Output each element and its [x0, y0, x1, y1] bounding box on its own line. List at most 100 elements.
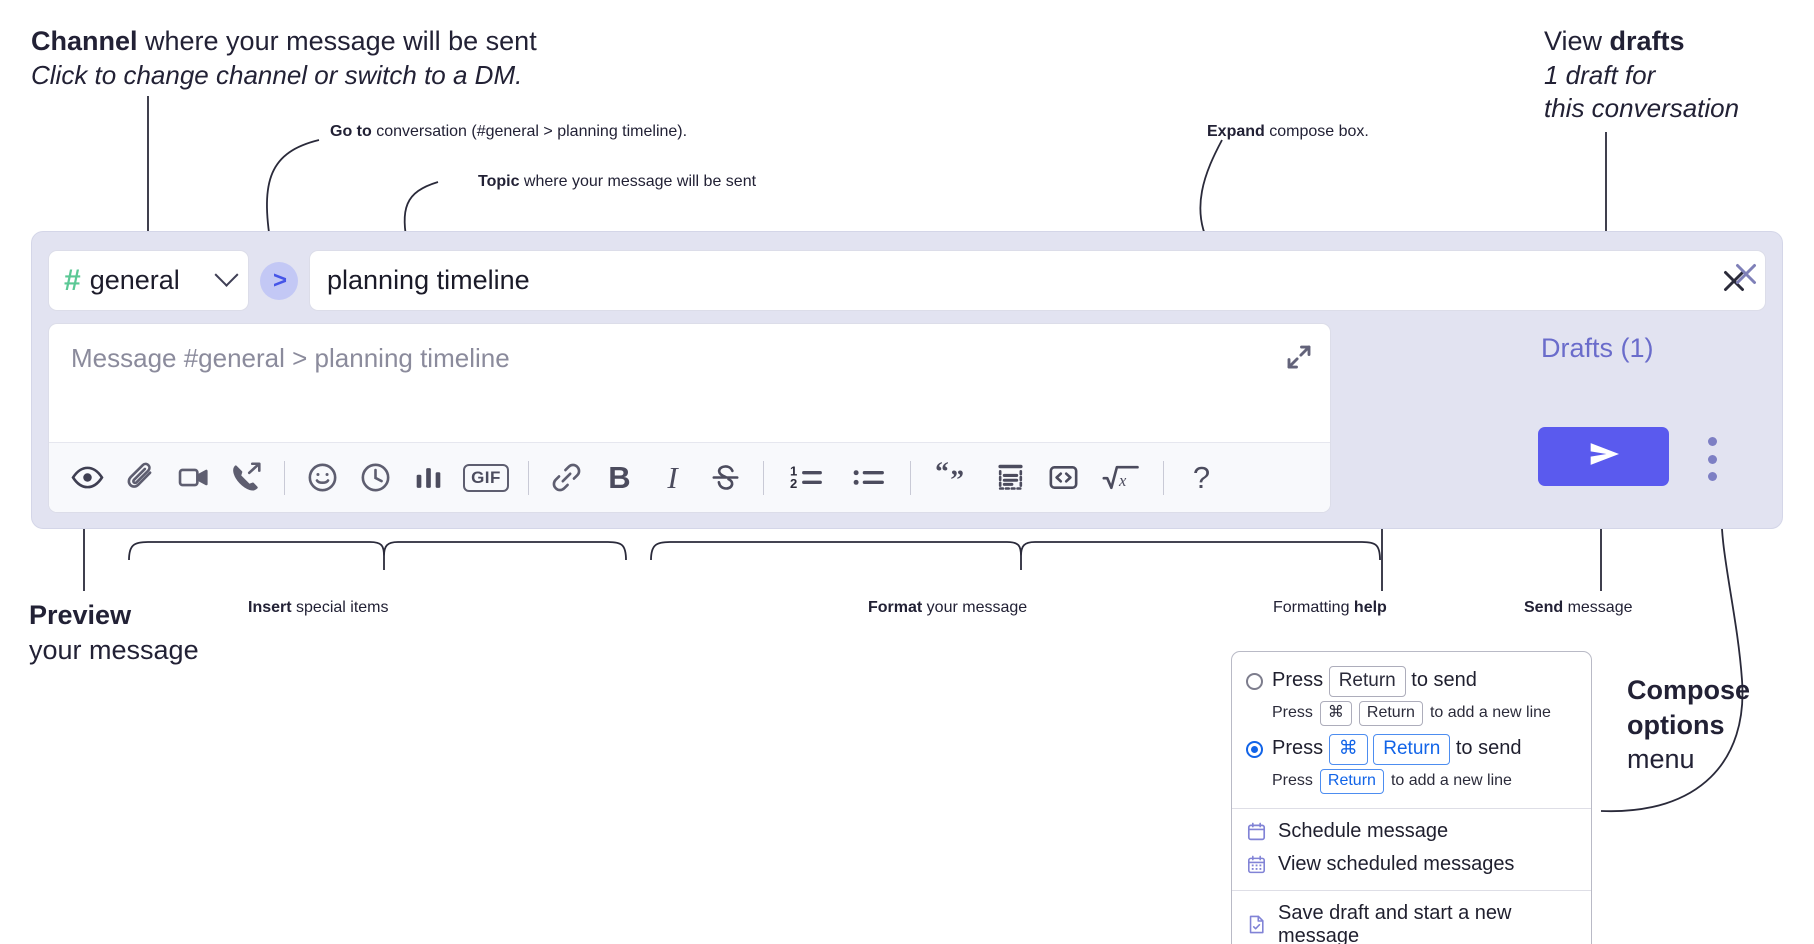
option-pre: Press: [1272, 736, 1324, 759]
strikethrough-icon[interactable]: [699, 451, 752, 504]
topic-value: planning timeline: [327, 265, 530, 295]
gif-icon[interactable]: GIF: [455, 451, 517, 504]
kebab-dot: [1707, 454, 1717, 464]
key-cmd: ⌘: [1319, 700, 1352, 726]
message-input[interactable]: Message #general > planning timeline: [71, 343, 510, 373]
anno-drafts-bold: drafts: [1609, 26, 1685, 56]
option-text: Press Return to send: [1272, 666, 1477, 697]
message-box[interactable]: Message #general > planning timeline: [48, 323, 1331, 513]
menu-item-schedule-message[interactable]: Schedule message: [1232, 815, 1591, 848]
menu-item-label: Schedule message: [1278, 819, 1449, 842]
anno-topic-rest: where your message will be sent: [519, 173, 757, 190]
compose-options-menu: Press Return to send Press ⌘ Return to a…: [1231, 651, 1592, 944]
anno-expand-rest: compose box.: [1264, 123, 1369, 140]
poll-icon[interactable]: [402, 451, 455, 504]
hash-icon: #: [64, 263, 81, 297]
menu-item-save-draft[interactable]: Save draft and start a new message: [1232, 897, 1591, 944]
svg-text:“: “: [935, 461, 949, 486]
anno-co-l2: options: [1627, 709, 1725, 740]
send-option-return[interactable]: Press Return to send Press ⌘ Return to a…: [1232, 663, 1591, 731]
clock-icon[interactable]: [349, 451, 402, 504]
annotation-channel: Channel where your message will be sent …: [31, 24, 651, 92]
topic-field[interactable]: planning timeline: [309, 250, 1766, 311]
radio-button[interactable]: [1246, 672, 1263, 690]
link-icon[interactable]: [540, 451, 593, 504]
send-button[interactable]: [1538, 427, 1669, 486]
inline-code-icon[interactable]: [1037, 451, 1090, 504]
blockquote-icon[interactable]: “ ”: [922, 451, 984, 504]
anno-drafts-rest: View: [1544, 26, 1610, 56]
option-subtext: Press ⌘ Return to add a new line: [1272, 700, 1577, 726]
go-to-conversation-button[interactable]: >: [260, 261, 298, 300]
italic-icon[interactable]: I: [646, 451, 699, 504]
code-block-icon[interactable]: [984, 451, 1037, 504]
svg-text:”: ”: [950, 464, 964, 495]
annotation-help: Formatting help: [1273, 598, 1573, 618]
ordered-list-icon[interactable]: 1 2: [775, 451, 837, 504]
toolbar-divider: [1163, 460, 1164, 495]
anno-preview-rest: your message: [29, 634, 199, 665]
menu-item-label: Save draft and start a new message: [1278, 901, 1512, 944]
annotation-compose-options: Compose options menu: [1627, 673, 1814, 777]
send-option-cmd-return[interactable]: Press ⌘ Return to send Press Return to a…: [1232, 731, 1591, 799]
anno-insert-bold: Insert: [248, 599, 292, 616]
topic-row: # general > planning timeline: [48, 249, 1766, 312]
anno-drafts-l2: 1 draft for: [1544, 59, 1656, 90]
key-return: Return: [1373, 733, 1451, 765]
menu-item-label: View scheduled messages: [1278, 852, 1515, 875]
annotation-format: Format your message: [868, 598, 1268, 618]
toolbar-divider: [284, 460, 285, 495]
help-icon[interactable]: ?: [1175, 451, 1228, 504]
anno-drafts-l3: this conversation: [1544, 92, 1740, 123]
drafts-link[interactable]: Drafts (1): [1541, 333, 1654, 363]
annotation-insert: Insert special items: [248, 598, 648, 618]
italic-label: I: [667, 460, 678, 495]
anno-channel-rest: where your message will be sent: [137, 26, 537, 56]
bold-icon[interactable]: B: [593, 451, 646, 504]
anno-send-rest: message: [1563, 599, 1633, 616]
anno-co-l1: Compose: [1627, 675, 1751, 705]
expand-icon[interactable]: [1284, 342, 1314, 372]
anno-channel-sub: Click to change channel or switch to a D…: [31, 59, 523, 90]
menu-item-view-scheduled[interactable]: View scheduled messages: [1232, 848, 1591, 881]
anno-preview-bold: Preview: [29, 600, 132, 630]
menu-divider: [1232, 889, 1591, 891]
channel-name: general: [89, 265, 180, 295]
annotation-preview: Preview your message: [29, 598, 259, 667]
close-icon[interactable]: [1717, 264, 1751, 298]
option-pre: Press: [1272, 669, 1324, 691]
emoji-icon[interactable]: [296, 451, 349, 504]
anno-expand-bold: Expand: [1207, 123, 1265, 140]
calendar-grid-icon: [1246, 854, 1267, 875]
video-icon[interactable]: [167, 451, 220, 504]
key-cmd: ⌘: [1328, 733, 1368, 765]
option-subtext: Press Return to add a new line: [1272, 768, 1577, 794]
compose-panel: # general > planning timeline: [31, 231, 1783, 529]
channel-selector[interactable]: # general: [48, 250, 249, 311]
attachment-icon[interactable]: [114, 451, 167, 504]
preview-icon[interactable]: [61, 451, 114, 504]
annotation-topic: Topic where your message will be sent: [478, 172, 1098, 192]
bullet-list-icon[interactable]: [837, 451, 899, 504]
compose-options-kebab-icon[interactable]: [1700, 437, 1724, 481]
help-label: ?: [1192, 460, 1211, 495]
anno-format-bold: Format: [868, 599, 923, 616]
anno-insert-rest: special items: [291, 599, 389, 616]
annotation-send: Send message: [1524, 598, 1814, 618]
panel-close-icon[interactable]: [1729, 257, 1763, 291]
option-post: to send: [1455, 736, 1522, 759]
svg-text:x: x: [1118, 471, 1127, 490]
math-icon[interactable]: x: [1090, 451, 1152, 504]
toolbar-divider: [910, 460, 911, 495]
anno-help-rest: Formatting: [1273, 599, 1354, 616]
anno-format-rest: your message: [922, 599, 1028, 616]
sub-post: to add a new line: [1390, 772, 1512, 789]
toolbar-divider: [763, 460, 764, 495]
calendar-icon: [1246, 821, 1267, 842]
anno-send-bold: Send: [1524, 599, 1564, 616]
sub-pre: Press: [1272, 772, 1313, 789]
audio-call-icon[interactable]: [220, 451, 273, 504]
radio-button-selected[interactable]: [1246, 740, 1263, 758]
toolbar-divider: [528, 460, 529, 495]
